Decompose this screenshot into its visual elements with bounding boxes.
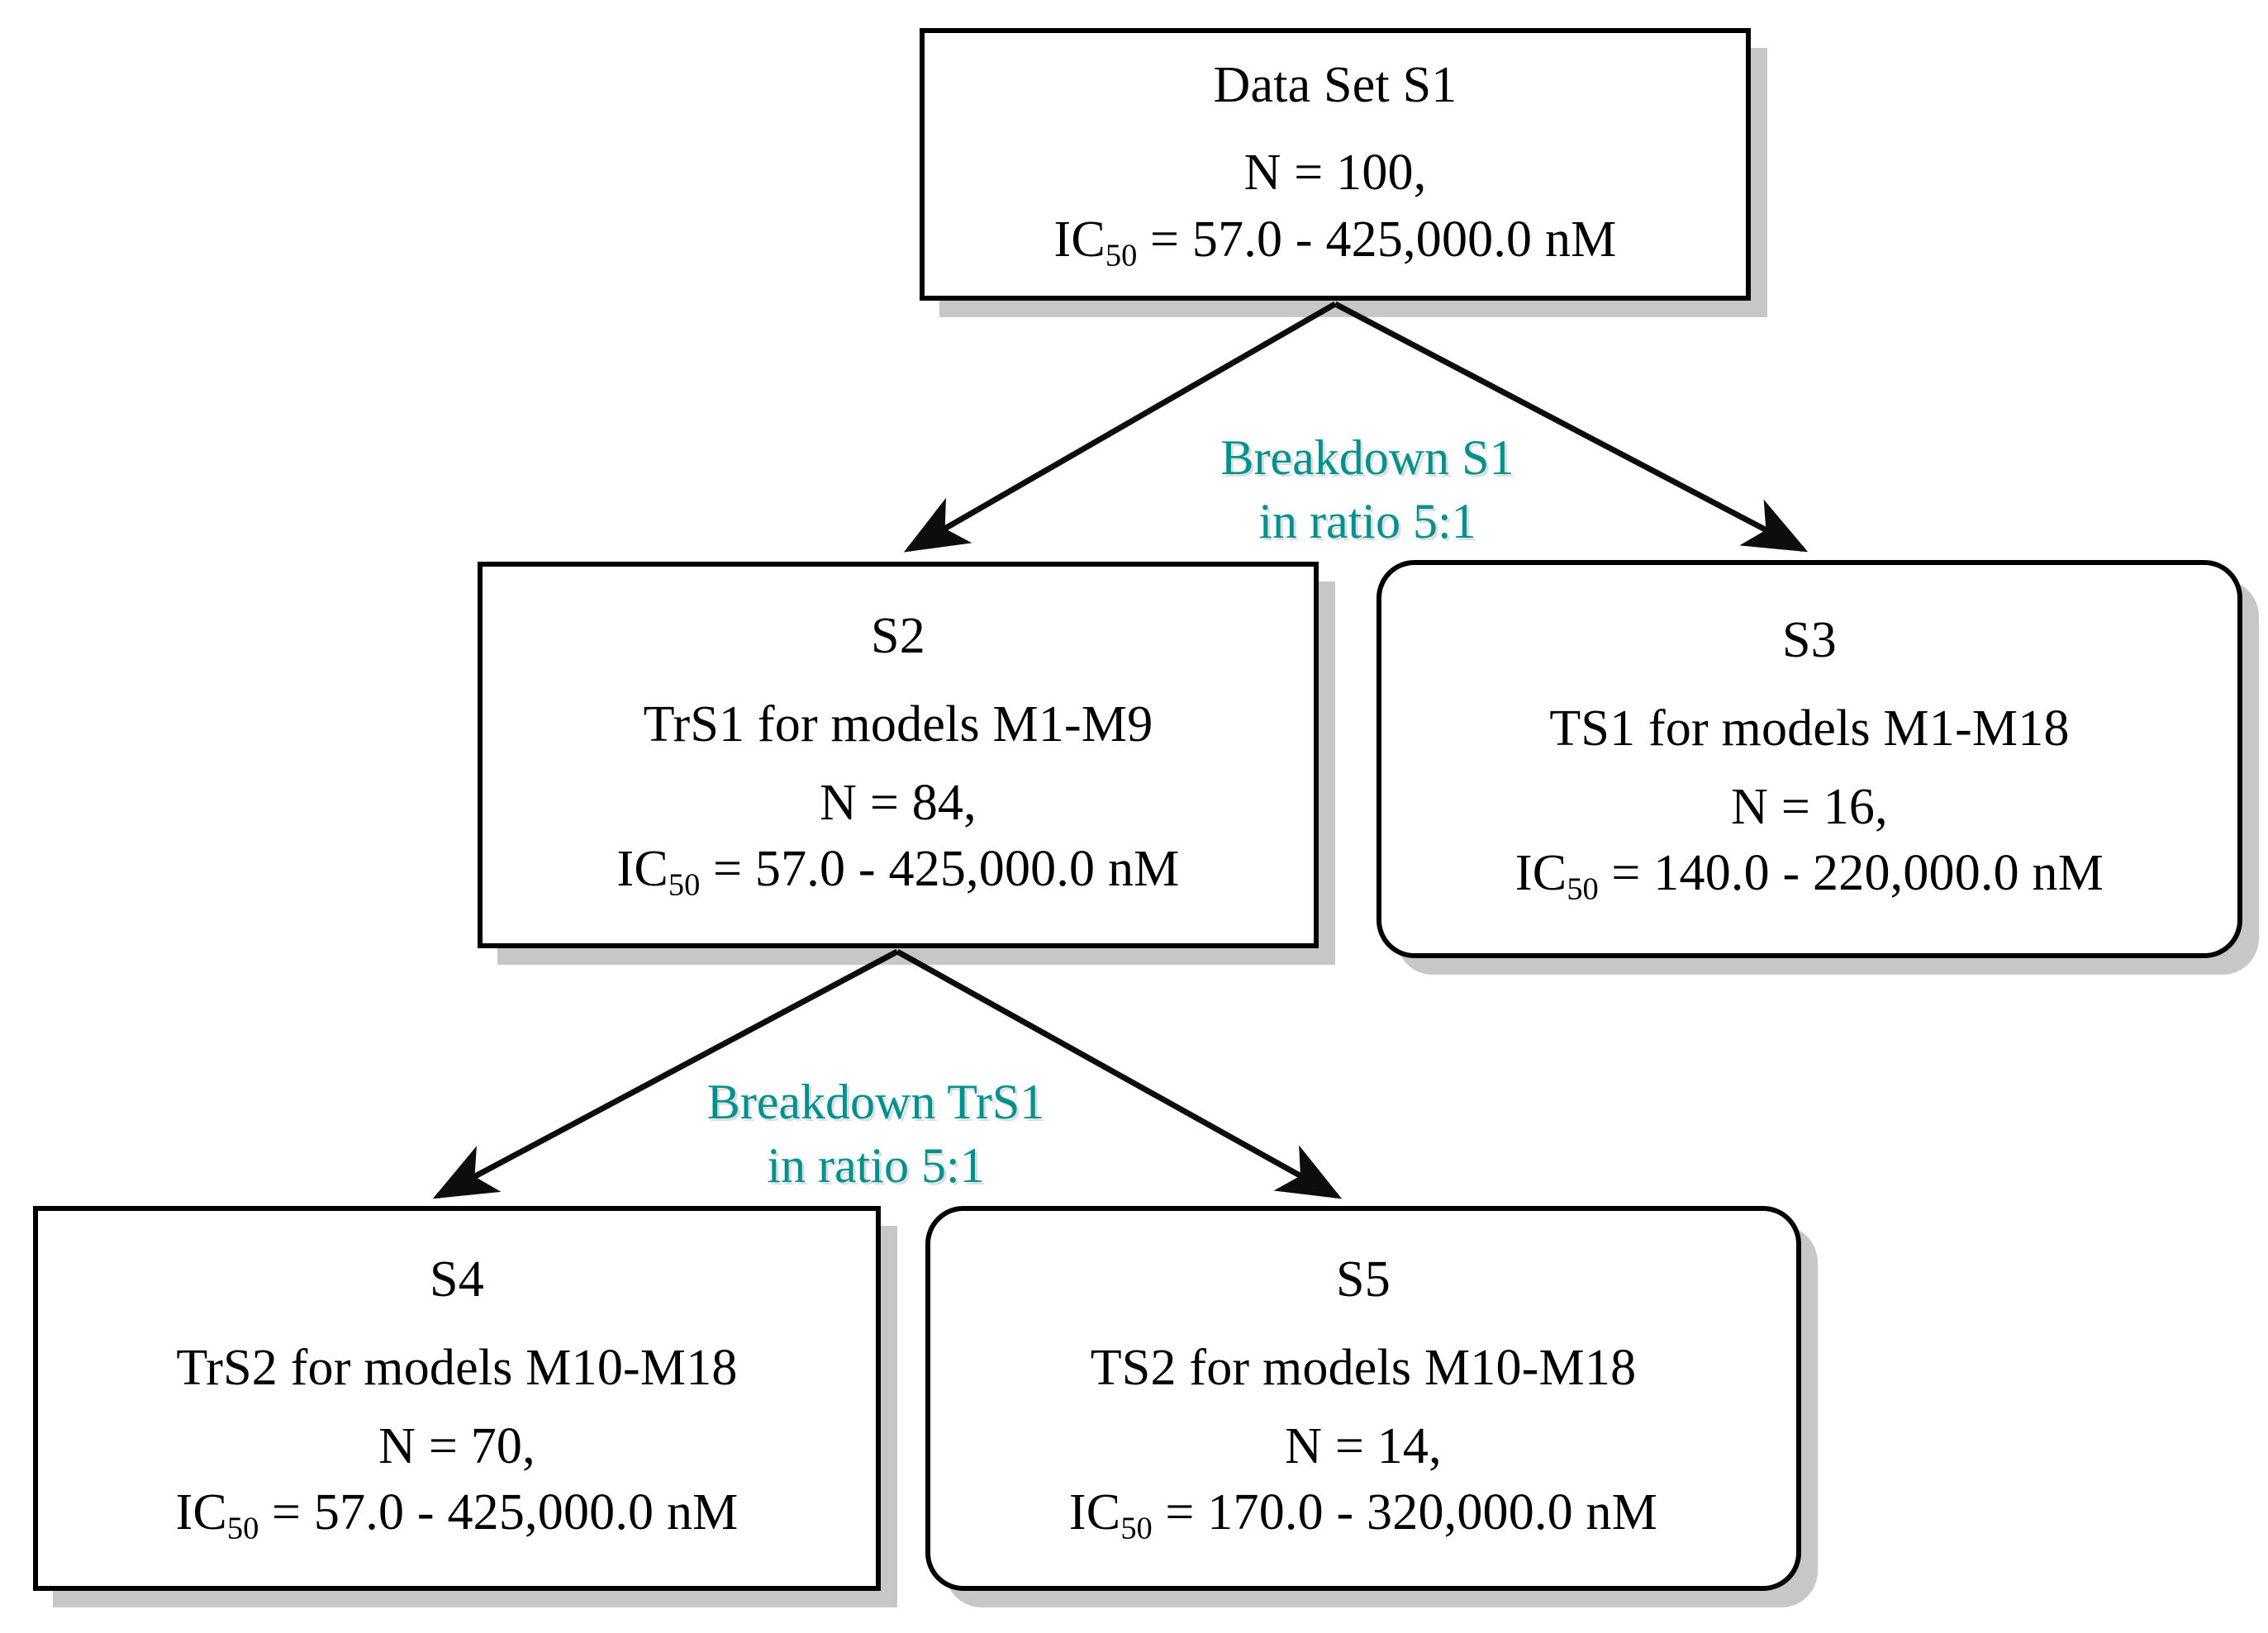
node-s3-ic50: IC50 = 140.0 - 220,000.0 nM <box>1381 840 2237 911</box>
node-s5-ic50: IC50 = 170.0 - 320,000.0 nM <box>930 1479 1796 1550</box>
node-s5-title: S5 <box>1336 1251 1391 1308</box>
node-s2-ic50-subscript: 50 <box>668 867 701 903</box>
node-s3-ic50-subscript: 50 <box>1567 871 1599 907</box>
edge-label-breakdown-s1: Breakdown S1 in ratio 5:1 <box>1103 426 1632 553</box>
node-s1-ic50-value: = 57.0 - 425,000.0 nM <box>1137 211 1617 268</box>
node-s3-subtitle: TS1 for models M1-M18 <box>1549 700 2070 757</box>
node-s5[interactable]: S5 TS2 for models M10-M18 N = 14, IC50 =… <box>925 1206 1801 1591</box>
node-s1-ic50-subscript: 50 <box>1105 238 1138 273</box>
node-s4-title: S4 <box>430 1251 484 1308</box>
node-s2-ic50-value: = 57.0 - 425,000.0 nM <box>700 841 1180 898</box>
node-s2-count: N = 84, <box>820 774 977 831</box>
node-s1[interactable]: Data Set S1 N = 100, IC50 = 57.0 - 425,0… <box>920 28 1751 301</box>
node-s4-ic50-subscript: 50 <box>226 1511 259 1546</box>
node-s4-count: N = 70, <box>378 1417 535 1474</box>
node-s1-count: N = 100, <box>1243 145 1427 202</box>
node-s3-count: N = 16, <box>1731 778 1888 835</box>
node-s5-ic50-value: = 170.0 - 320,000.0 nM <box>1152 1484 1658 1541</box>
edge-s2-to-s4 <box>432 948 899 1199</box>
node-s4-ic50-value: = 57.0 - 425,000.0 nM <box>259 1484 739 1541</box>
node-s4-subtitle: TrS2 for models M10-M18 <box>176 1339 738 1396</box>
node-s4[interactable]: S4 TrS2 for models M10-M18 N = 70, IC50 … <box>33 1206 881 1591</box>
node-s5-subtitle: TS2 for models M10-M18 <box>1090 1339 1637 1396</box>
node-s5-count: N = 14, <box>1285 1417 1442 1474</box>
node-s1-ic50: IC50 = 57.0 - 425,000.0 nM <box>925 206 1746 278</box>
edge-label-breakdown-trs1-line2: in ratio 5:1 <box>767 1137 985 1193</box>
node-s2[interactable]: S2 TrS1 for models M1-M9 N = 84, IC50 = … <box>478 562 1319 948</box>
node-s4-ic50-prefix: IC <box>175 1484 227 1541</box>
node-s4-ic50: IC50 = 57.0 - 425,000.0 nM <box>38 1479 876 1550</box>
edge-s2-to-s5 <box>896 948 1343 1199</box>
node-s3-title: S3 <box>1782 612 1837 669</box>
node-s3-ic50-value: = 140.0 - 220,000.0 nM <box>1598 845 2104 902</box>
edge-s1-to-s2 <box>903 301 1337 553</box>
node-s1-ic50-prefix: IC <box>1053 211 1105 268</box>
node-s2-title: S2 <box>871 608 925 665</box>
node-s2-ic50: IC50 = 57.0 - 425,000.0 nM <box>483 836 1314 907</box>
edge-s1-to-s3 <box>1334 301 1809 553</box>
node-s5-ic50-prefix: IC <box>1068 1484 1121 1541</box>
node-s2-subtitle: TrS1 for models M1-M9 <box>643 695 1153 752</box>
node-s3-ic50-prefix: IC <box>1514 845 1567 902</box>
node-s1-title: Data Set S1 <box>1213 56 1457 113</box>
edge-label-breakdown-s1-line2: in ratio 5:1 <box>1258 493 1476 548</box>
node-s5-ic50-subscript: 50 <box>1120 1511 1153 1546</box>
edge-label-breakdown-trs1-line1: Breakdown TrS1 <box>706 1075 1045 1129</box>
node-s2-ic50-prefix: IC <box>616 841 668 898</box>
edge-label-breakdown-s1-line1: Breakdown S1 <box>1220 430 1514 485</box>
node-s3[interactable]: S3 TS1 for models M1-M18 N = 16, IC50 = … <box>1376 560 2242 958</box>
edge-label-breakdown-trs1: Breakdown TrS1 in ratio 5:1 <box>611 1070 1140 1198</box>
